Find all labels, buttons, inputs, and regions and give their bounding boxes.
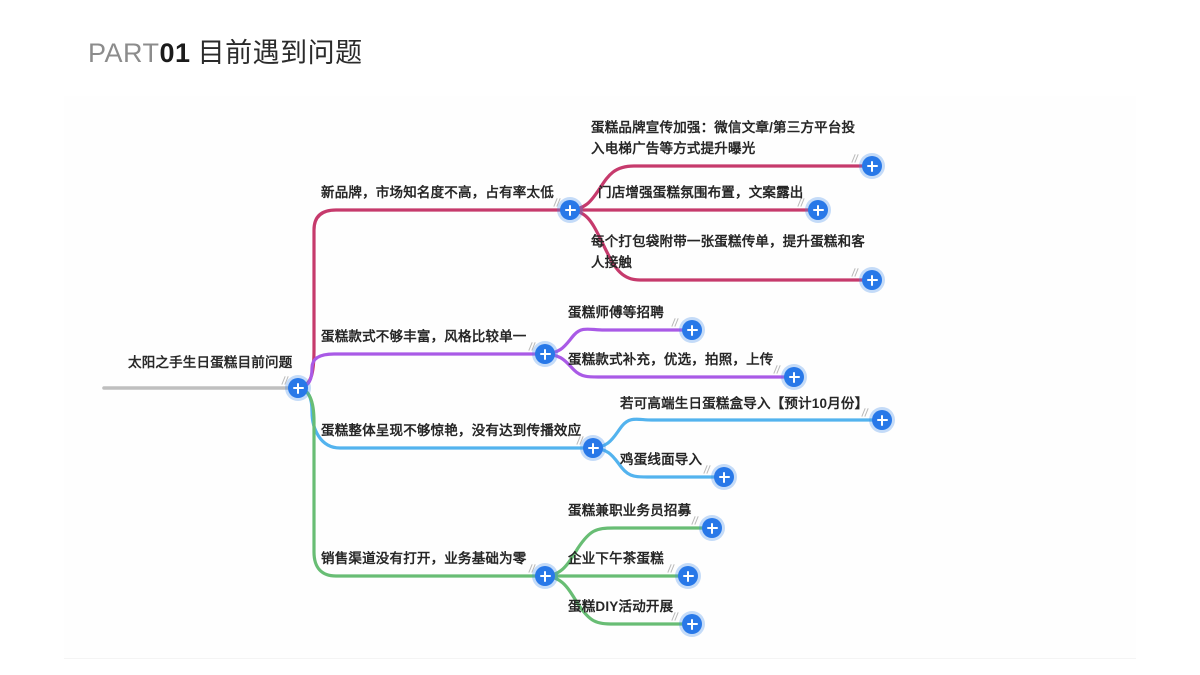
expand-leaf-4-3-button[interactable] bbox=[682, 614, 702, 634]
branch-label-1[interactable]: 新品牌，市场知名度不高，占有率太低 bbox=[321, 185, 554, 200]
expand-root-button[interactable] bbox=[288, 378, 308, 398]
leaf-label-1-2[interactable]: 门店增强蛋糕氛围布置，文案露出 bbox=[598, 185, 804, 200]
leaf-label-4-2[interactable]: 企业下午茶蛋糕 bbox=[568, 551, 664, 566]
expand-branch-4-button[interactable] bbox=[535, 566, 555, 586]
expand-leaf-1-1-button[interactable] bbox=[862, 156, 882, 176]
leaf-label-3-2[interactable]: 鸡蛋线面导入 bbox=[620, 452, 703, 467]
leaf-label-4-1[interactable]: 蛋糕兼职业务员招募 bbox=[568, 503, 692, 518]
expand-leaf-4-1-button[interactable] bbox=[702, 518, 722, 538]
expand-leaf-2-1-button[interactable] bbox=[682, 320, 702, 340]
mindmap-canvas[interactable] bbox=[64, 96, 1136, 659]
root-node-label[interactable]: 太阳之手生日蛋糕目前问题 bbox=[128, 355, 293, 370]
leaf-label-3-1[interactable]: 若可高端生日蛋糕盒导入【预计10月份】 bbox=[620, 396, 869, 411]
expand-branch-3-button[interactable] bbox=[583, 438, 603, 458]
branch-label-4[interactable]: 销售渠道没有打开，业务基础为零 bbox=[321, 551, 527, 566]
branch-label-2[interactable]: 蛋糕款式不够丰富，风格比较单一 bbox=[321, 329, 527, 344]
expand-branch-1-button[interactable] bbox=[560, 200, 580, 220]
leaf-label-1-3[interactable]: 每个打包袋附带一张蛋糕传单，提升蛋糕和客 人接触 bbox=[591, 234, 865, 270]
page-title-subject: 目前遇到问题 bbox=[197, 38, 363, 68]
expand-branch-2-button[interactable] bbox=[535, 344, 555, 364]
expand-leaf-2-2-button[interactable] bbox=[784, 367, 804, 387]
page-title-part: PART bbox=[88, 38, 160, 68]
expand-leaf-3-2-button[interactable] bbox=[714, 467, 734, 487]
expand-leaf-3-1-button[interactable] bbox=[872, 410, 892, 430]
expand-leaf-1-2-button[interactable] bbox=[808, 200, 828, 220]
leaf-label-1-1[interactable]: 蛋糕品牌宣传加强：微信文章/第三方平台投 入电梯广告等方式提升曝光 bbox=[591, 120, 856, 156]
leaf-label-2-1[interactable]: 蛋糕师傅等招聘 bbox=[568, 305, 664, 320]
leaf-label-4-3[interactable]: 蛋糕DIY活动开展 bbox=[568, 599, 674, 614]
leaf-label-2-2[interactable]: 蛋糕款式补充，优选，拍照，上传 bbox=[568, 352, 774, 367]
expand-leaf-1-3-button[interactable] bbox=[862, 270, 882, 290]
branch-label-3[interactable]: 蛋糕整体呈现不够惊艳，没有达到传播效应 bbox=[321, 423, 582, 438]
expand-leaf-4-2-button[interactable] bbox=[678, 566, 698, 586]
page-title-number: 01 bbox=[159, 38, 191, 68]
